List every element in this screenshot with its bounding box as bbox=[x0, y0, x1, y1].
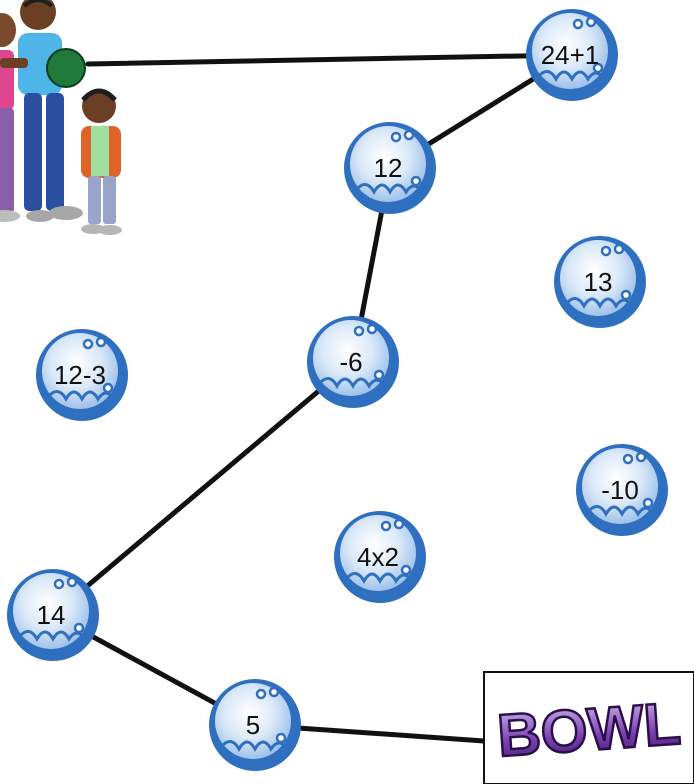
ball-highlight bbox=[340, 515, 416, 591]
finger-hole bbox=[613, 243, 625, 255]
finger-hole bbox=[95, 336, 107, 348]
finger-hole bbox=[600, 245, 612, 257]
ball-highlight bbox=[215, 683, 291, 759]
finger-hole bbox=[390, 131, 402, 143]
finger-hole bbox=[393, 518, 405, 530]
finger-hole bbox=[353, 325, 365, 337]
ball-swirl bbox=[354, 183, 424, 196]
finger-hole bbox=[73, 622, 85, 634]
finger-hole bbox=[635, 451, 647, 463]
ball-label: 5 bbox=[246, 710, 260, 740]
bowling-ball-b-24[interactable]: 24+1 bbox=[526, 9, 618, 101]
bowling-ball-b-13[interactable]: 13 bbox=[554, 236, 646, 328]
finger-hole bbox=[255, 688, 267, 700]
bowling-ball-b-12[interactable]: 12 bbox=[344, 122, 436, 214]
ball-label: 24+1 bbox=[541, 40, 600, 70]
finger-hole bbox=[620, 289, 632, 301]
ball-swirl bbox=[586, 505, 656, 518]
ball-label: 4x2 bbox=[357, 542, 399, 572]
finger-hole bbox=[53, 578, 65, 590]
ball-highlight bbox=[582, 448, 658, 524]
finger-hole bbox=[585, 16, 597, 28]
ball-swirl bbox=[564, 297, 634, 310]
ball-swirl bbox=[344, 572, 414, 585]
finger-hole bbox=[410, 175, 422, 187]
finger-hole bbox=[366, 323, 378, 335]
finger-hole bbox=[268, 686, 280, 698]
ball-label: 12 bbox=[374, 153, 403, 183]
ball-label: 14 bbox=[37, 600, 66, 630]
ball-swirl bbox=[317, 377, 387, 390]
finger-hole bbox=[380, 520, 392, 532]
ball-label: -6 bbox=[339, 347, 362, 377]
ball-highlight bbox=[42, 333, 118, 409]
ball-highlight bbox=[532, 13, 608, 89]
bowling-family-icon bbox=[0, 0, 122, 235]
ball-highlight bbox=[560, 240, 636, 316]
finger-hole bbox=[102, 382, 114, 394]
finger-hole bbox=[82, 338, 94, 350]
finger-hole bbox=[622, 453, 634, 465]
bowling-ball-b-14[interactable]: 14 bbox=[7, 569, 99, 661]
path-lines bbox=[50, 52, 575, 744]
ball-swirl bbox=[46, 390, 116, 403]
ball-swirl bbox=[219, 740, 289, 753]
bowl-sign-text: BOWL bbox=[495, 690, 683, 770]
bowling-ball-b-5[interactable]: 5 bbox=[209, 679, 301, 771]
finger-hole bbox=[275, 732, 287, 744]
bowling-ball-b-4x2[interactable]: 4x2 bbox=[334, 511, 426, 603]
finger-hole bbox=[572, 18, 584, 30]
ball-highlight bbox=[13, 573, 89, 649]
ball-swirl bbox=[17, 630, 87, 643]
ball-swirl bbox=[536, 70, 606, 83]
finger-hole bbox=[403, 129, 415, 141]
finger-hole bbox=[642, 497, 654, 509]
ball-highlight bbox=[350, 126, 426, 202]
finger-hole bbox=[373, 369, 385, 381]
ball-label: 13 bbox=[584, 267, 613, 297]
finger-hole bbox=[66, 576, 78, 588]
bowling-ball-b-n6[interactable]: -6 bbox=[307, 316, 399, 408]
ball-highlight bbox=[313, 320, 389, 396]
finger-hole bbox=[592, 62, 604, 74]
ball-label: 12-3 bbox=[54, 360, 106, 390]
bowling-ball-b-n10[interactable]: -10 bbox=[576, 444, 668, 536]
bowl-sign: BOWL bbox=[483, 671, 694, 784]
finger-hole bbox=[400, 564, 412, 576]
path-segment bbox=[85, 52, 575, 67]
bowling-ball-b-12m3[interactable]: 12-3 bbox=[36, 329, 128, 421]
balls-layer: 24+1 12 13 -6 12-3 -10 4x2 14 5 bbox=[7, 9, 668, 771]
ball-label: -10 bbox=[601, 475, 639, 505]
path-segment bbox=[50, 359, 356, 618]
